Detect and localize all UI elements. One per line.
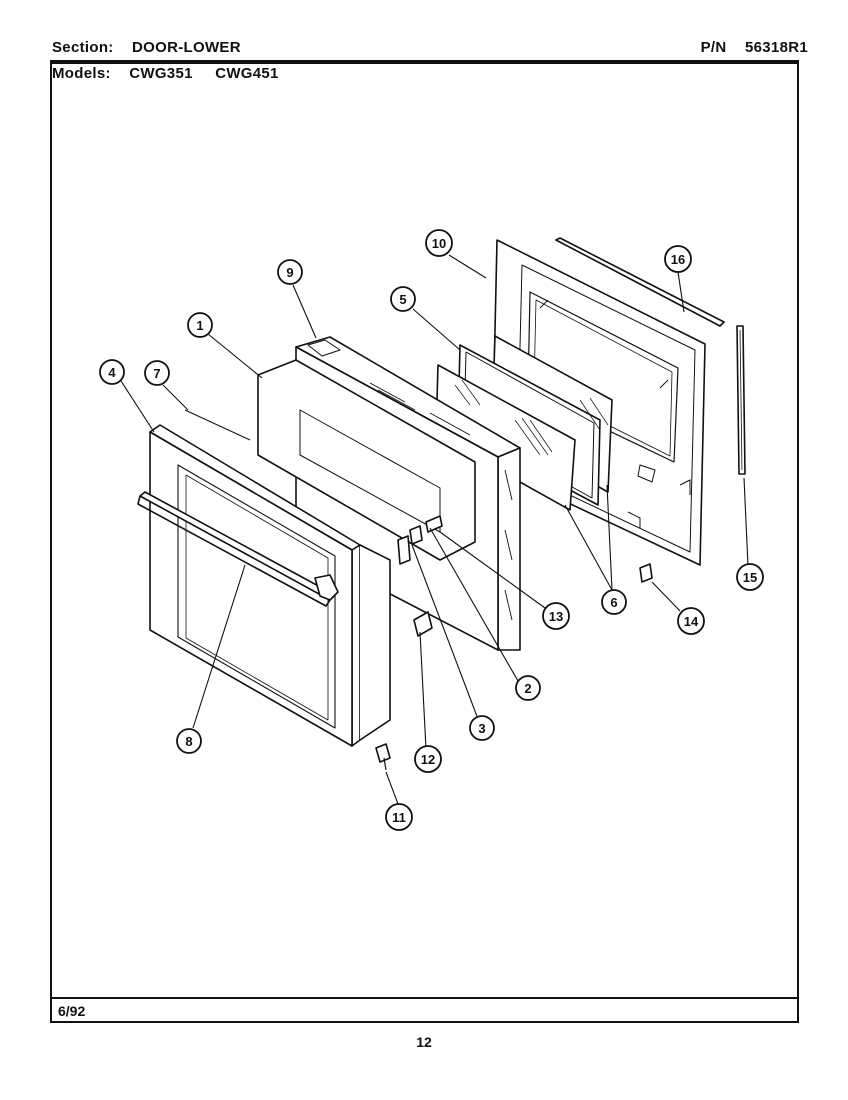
page-number: 12 [416, 1034, 432, 1050]
models-heading: Models: CWG351 CWG451 [52, 65, 279, 82]
callout-1-label: 1 [196, 318, 203, 333]
section-label: Section: [52, 39, 114, 56]
callout-5-label: 5 [399, 292, 406, 307]
leader-lines [120, 254, 749, 805]
callout-3: 3 [469, 715, 495, 741]
callout-12-label: 12 [421, 752, 435, 767]
part-number-value: 56318R1 [745, 39, 808, 56]
callout-15-label: 15 [743, 570, 757, 585]
callout-9-label: 9 [286, 265, 293, 280]
diagram-frame [50, 60, 799, 1023]
callout-6: 6 [601, 589, 627, 615]
callout-12: 12 [414, 745, 442, 773]
revision-date: 6/92 [58, 1003, 86, 1019]
footer-rule [50, 997, 799, 999]
callout-8-label: 8 [185, 734, 192, 749]
callout-2-label: 2 [524, 681, 531, 696]
callout-14: 14 [677, 607, 705, 635]
frame-top-rule [52, 62, 797, 64]
part-number-heading: P/N 56318R1 [701, 39, 808, 56]
part-16-top-strip [555, 237, 725, 327]
part-15-hinge-rod [736, 325, 746, 475]
models-label: Models: [52, 65, 111, 82]
callout-10-label: 10 [432, 236, 446, 251]
model-cwg351: CWG351 [129, 65, 193, 82]
section-value: DOOR-LOWER [132, 39, 241, 56]
callout-8: 8 [176, 728, 202, 754]
callout-9: 9 [277, 259, 303, 285]
callout-14-label: 14 [684, 614, 699, 629]
part-number-label: P/N [700, 39, 727, 56]
callout-13-label: 13 [549, 609, 563, 624]
callout-10: 10 [425, 229, 453, 257]
part-14-clip [639, 563, 653, 583]
callout-16-label: 16 [671, 252, 685, 267]
part-11-screw [375, 743, 391, 771]
part-4-outer-door [149, 424, 391, 747]
callout-11: 11 [385, 803, 413, 831]
callout-11-label: 11 [392, 810, 406, 825]
callout-16: 16 [664, 245, 692, 273]
callout-5: 5 [390, 286, 416, 312]
model-cwg451: CWG451 [215, 65, 279, 82]
callout-7-label: 7 [153, 366, 160, 381]
section-heading: Section: DOOR-LOWER [52, 39, 241, 56]
callout-4: 4 [99, 359, 125, 385]
callout-6-label: 6 [610, 595, 617, 610]
callout-1: 1 [187, 312, 213, 338]
part-7-window-frame [184, 409, 251, 441]
callout-15: 15 [736, 563, 764, 591]
callout-7: 7 [144, 360, 170, 386]
callout-13: 13 [542, 602, 570, 630]
callout-2: 2 [515, 675, 541, 701]
callout-4-label: 4 [108, 365, 116, 380]
callout-3-label: 3 [478, 721, 485, 736]
part-8-handle [137, 491, 339, 607]
